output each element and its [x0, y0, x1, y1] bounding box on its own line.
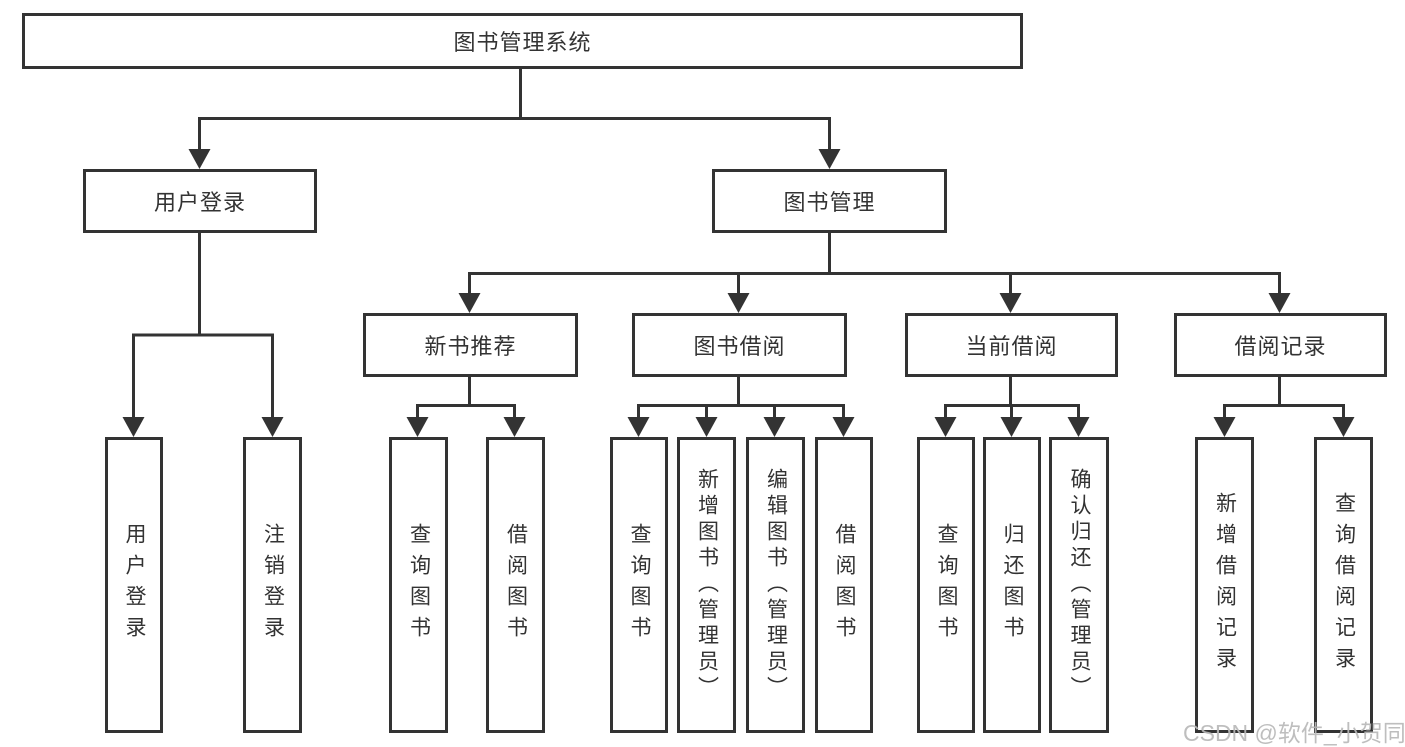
arrow-down-icon	[1332, 417, 1355, 437]
node-book-management: 图书管理	[712, 169, 947, 233]
leaf-label: 用户登录	[123, 523, 146, 647]
arrow-down-icon	[832, 417, 855, 437]
node-new-book-recommend: 新书推荐	[363, 313, 578, 377]
arrow-down-icon	[763, 417, 786, 437]
arrow-heads	[122, 149, 1355, 437]
leaf-confirm-return-admin: 确认归还（管理员）	[1049, 437, 1109, 733]
leaf-label: 借阅图书	[504, 523, 528, 647]
leaf-label: 查询图书	[935, 523, 958, 647]
leaf-edit-books-admin: 编辑图书（管理员）	[746, 437, 805, 733]
node-label: 图书借阅	[693, 334, 786, 359]
arrow-down-icon	[818, 149, 841, 169]
arrow-down-icon	[727, 293, 750, 313]
leaf-query-borrow-record: 查询借阅记录	[1314, 437, 1373, 733]
arrow-down-icon	[999, 293, 1022, 313]
arrow-down-icon	[261, 417, 284, 437]
arrow-down-icon	[695, 417, 718, 437]
node-current-borrow: 当前借阅	[905, 313, 1118, 377]
node-label: 用户登录	[153, 190, 246, 215]
arrow-down-icon	[627, 417, 650, 437]
leaf-label: 归还图书	[1001, 523, 1024, 647]
leaf-add-books-admin: 新增图书（管理员）	[677, 437, 736, 733]
leaf-logout-login: 注销登录	[243, 437, 302, 733]
leaf-query-books-recommend: 查询图书	[389, 437, 448, 733]
leaf-label: 新增借阅记录	[1213, 492, 1237, 678]
leaf-label: 确认归还（管理员）	[1068, 468, 1091, 702]
arrow-down-icon	[934, 417, 957, 437]
leaf-label: 注销登录	[261, 523, 285, 647]
node-label: 图书管理	[783, 190, 876, 215]
arrow-down-icon	[1000, 417, 1023, 437]
arrow-down-icon	[503, 417, 526, 437]
node-user-login: 用户登录	[83, 169, 317, 233]
leaf-query-books-borrow: 查询图书	[610, 437, 668, 733]
arrow-down-icon	[406, 417, 429, 437]
leaf-label: 查询借阅记录	[1332, 492, 1356, 678]
leaf-label: 借阅图书	[833, 523, 856, 647]
leaf-return-books: 归还图书	[983, 437, 1041, 733]
node-label: 当前借阅	[965, 334, 1058, 359]
leaf-label: 新增图书（管理员）	[695, 468, 719, 702]
leaf-label: 编辑图书（管理员）	[764, 468, 788, 702]
arrow-down-icon	[458, 293, 481, 313]
leaf-query-books-current: 查询图书	[917, 437, 975, 733]
leaf-borrow-books: 借阅图书	[815, 437, 873, 733]
node-root-system: 图书管理系统	[22, 13, 1023, 69]
csdn-watermark: CSDN @软件_小贺同学	[1183, 720, 1405, 746]
arrow-down-icon	[188, 149, 211, 169]
leaf-user-login: 用户登录	[105, 437, 163, 733]
leaf-label: 查询图书	[628, 523, 651, 647]
arrow-down-icon	[1213, 417, 1236, 437]
node-label: 借阅记录	[1234, 334, 1327, 359]
leaf-label: 查询图书	[407, 523, 431, 647]
node-book-borrow: 图书借阅	[632, 313, 847, 377]
node-label: 新书推荐	[424, 334, 517, 359]
node-label: 图书管理系统	[453, 30, 592, 55]
leaf-borrow-books-recommend: 借阅图书	[486, 437, 545, 733]
arrow-down-icon	[1067, 417, 1090, 437]
node-borrow-records: 借阅记录	[1174, 313, 1387, 377]
arrow-down-icon	[122, 417, 145, 437]
arrow-down-icon	[1268, 293, 1291, 313]
leaf-add-borrow-record: 新增借阅记录	[1195, 437, 1254, 733]
